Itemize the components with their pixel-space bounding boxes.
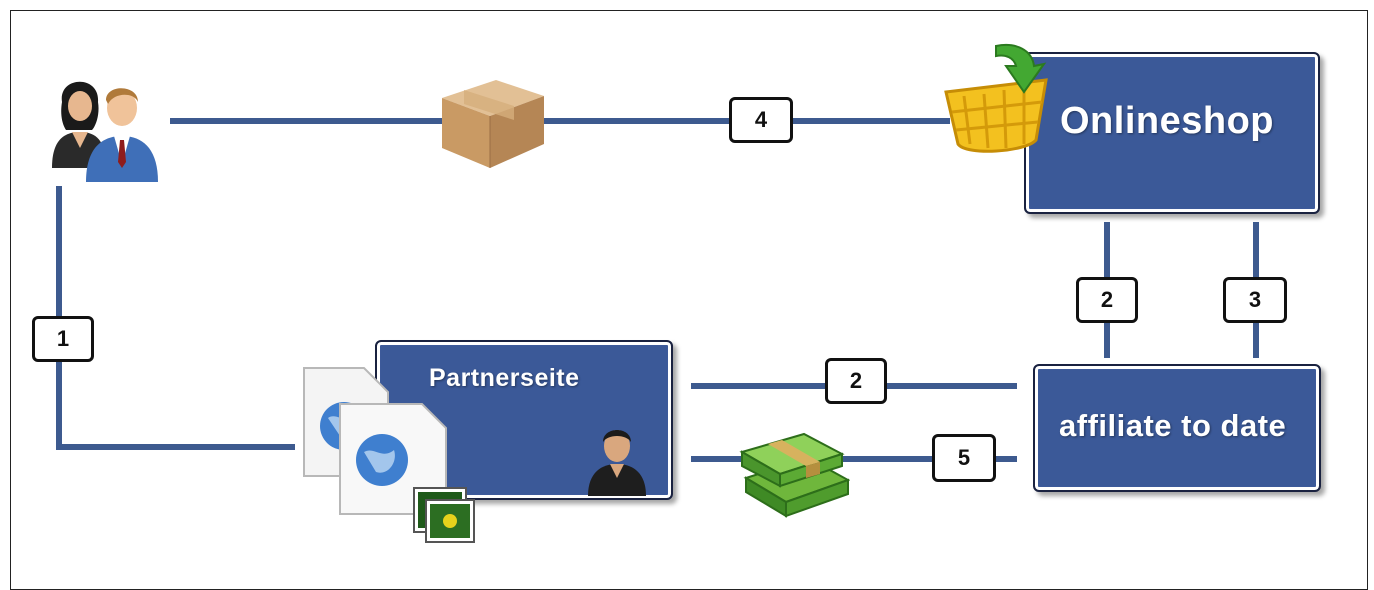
connector-customer-partnerseite (56, 186, 295, 450)
partnerseite-label: Partnerseite (429, 364, 580, 392)
money-stack-icon (739, 432, 850, 518)
affiliate-box-fill (1039, 370, 1315, 486)
affiliate-label: affiliate to date (1059, 408, 1287, 443)
onlineshop-box-fill (1030, 58, 1314, 208)
step-badge-1: 1 (32, 316, 94, 362)
onlineshop-label: Onlineshop (1060, 100, 1274, 142)
web-documents-icon (303, 367, 475, 543)
step-badge-4: 4 (729, 97, 793, 143)
affiliate-box: affiliate to date (1033, 364, 1321, 492)
onlineshop-box: Onlineshop (1024, 52, 1320, 214)
shopping-basket-icon (944, 44, 1048, 153)
box-icon (442, 80, 544, 168)
people-icon (52, 81, 158, 182)
step-badge-2-vertical: 2 (1076, 277, 1138, 323)
step-badge-2-horizontal: 2 (825, 358, 887, 404)
step-badge-3: 3 (1223, 277, 1287, 323)
user-icon (588, 430, 646, 496)
step-badge-5: 5 (932, 434, 996, 482)
